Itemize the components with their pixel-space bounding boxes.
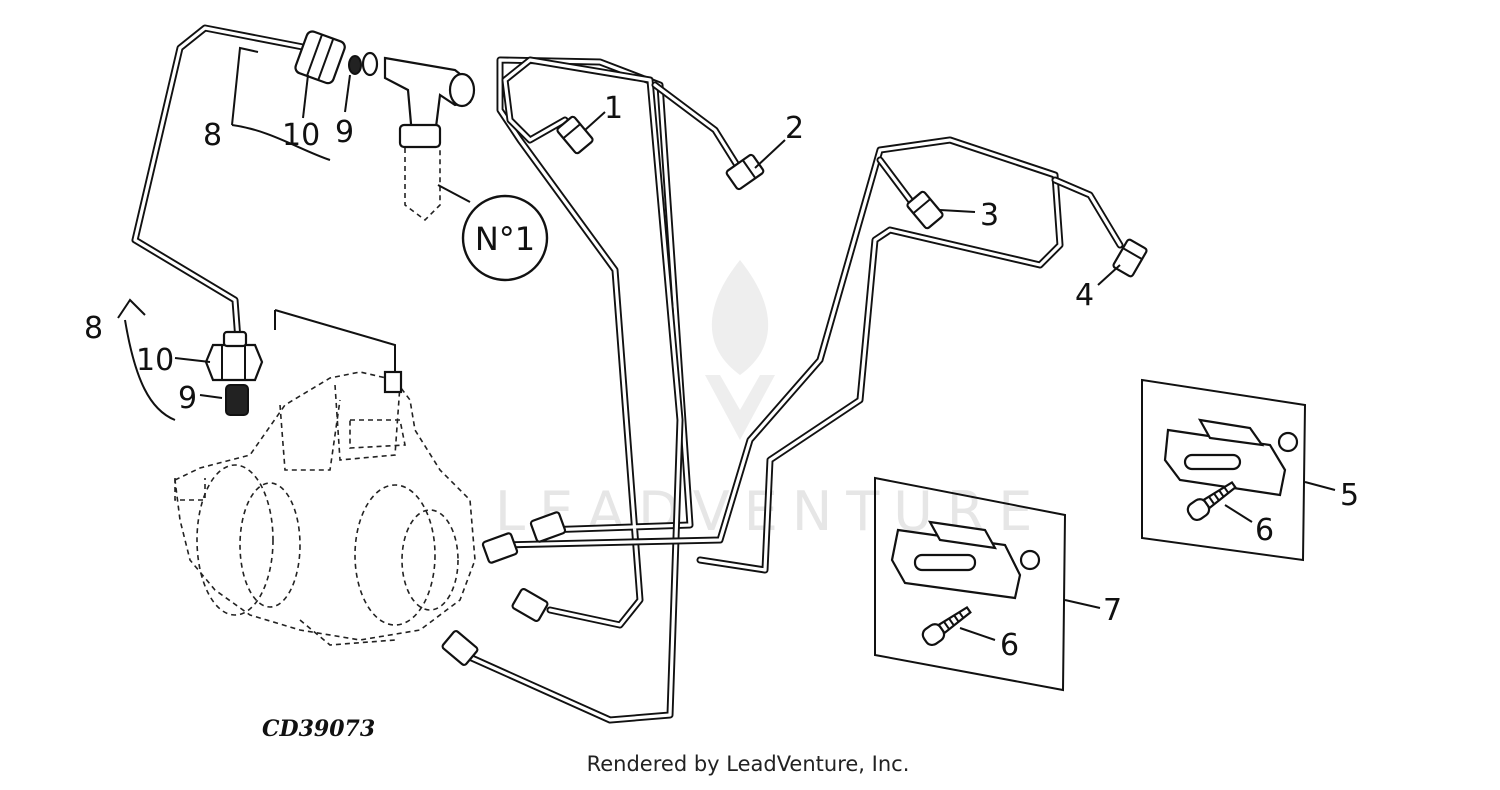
figure-code: CD39073 [262,716,375,742]
screw-6-upper [1186,480,1237,522]
pump-fitting-b [481,532,519,564]
upper-leakoff-fitting [294,30,476,222]
cylinder-no1-marker: N°1 [461,194,549,282]
callout-4: 4 [1075,278,1094,313]
callout-8-upper: 8 [203,118,222,153]
callout-9-lower: 9 [178,381,197,416]
render-credit: Rendered by LeadVenture, Inc. [587,752,910,776]
lower-leakoff-fitting [204,330,264,416]
callout-7: 7 [1103,593,1122,628]
upper-washer-9 [348,55,362,75]
callout-2: 2 [785,111,804,146]
nozzle-fitting-2 [725,153,765,191]
cylinder-no1-label: N°1 [475,220,535,258]
pump-fittings [441,511,567,666]
clamp-assembly-7 [874,476,1067,692]
lower-nut-10 [204,343,264,382]
nozzle-fitting-3 [906,190,944,230]
injection-nozzle-no1 [383,56,476,222]
callout-10-upper: 10 [282,118,320,153]
watermark-flame-icon [711,260,769,375]
screw-6-lower [921,605,972,647]
pump-fitting-d [441,630,479,666]
clamp-assembly-5 [1141,378,1307,562]
pump-fitting-a [529,511,567,543]
lower-washer-9 [225,384,249,416]
callout-10-lower: 10 [136,343,174,378]
callout-5: 5 [1340,478,1359,513]
callout-labels: 1 2 3 4 5 6 6 7 8 8 9 9 10 10 [84,91,1359,663]
pump-fitting-c [511,587,549,623]
watermark-v-icon [705,375,775,440]
leader-lines [117,46,1336,641]
fuel-lines [131,24,1124,724]
nozzle-fittings [556,115,1148,278]
upper-nut-10 [294,30,346,85]
injection-pump [174,309,476,646]
callout-6-lower: 6 [1000,628,1019,663]
callout-6-upper: 6 [1255,513,1274,548]
callout-8-lower: 8 [84,311,103,346]
callout-1: 1 [604,91,623,126]
nozzle-fitting-1 [556,115,594,155]
callout-3: 3 [980,198,999,233]
nozzle-fitting-4 [1112,238,1148,278]
callout-9-upper: 9 [335,115,354,150]
